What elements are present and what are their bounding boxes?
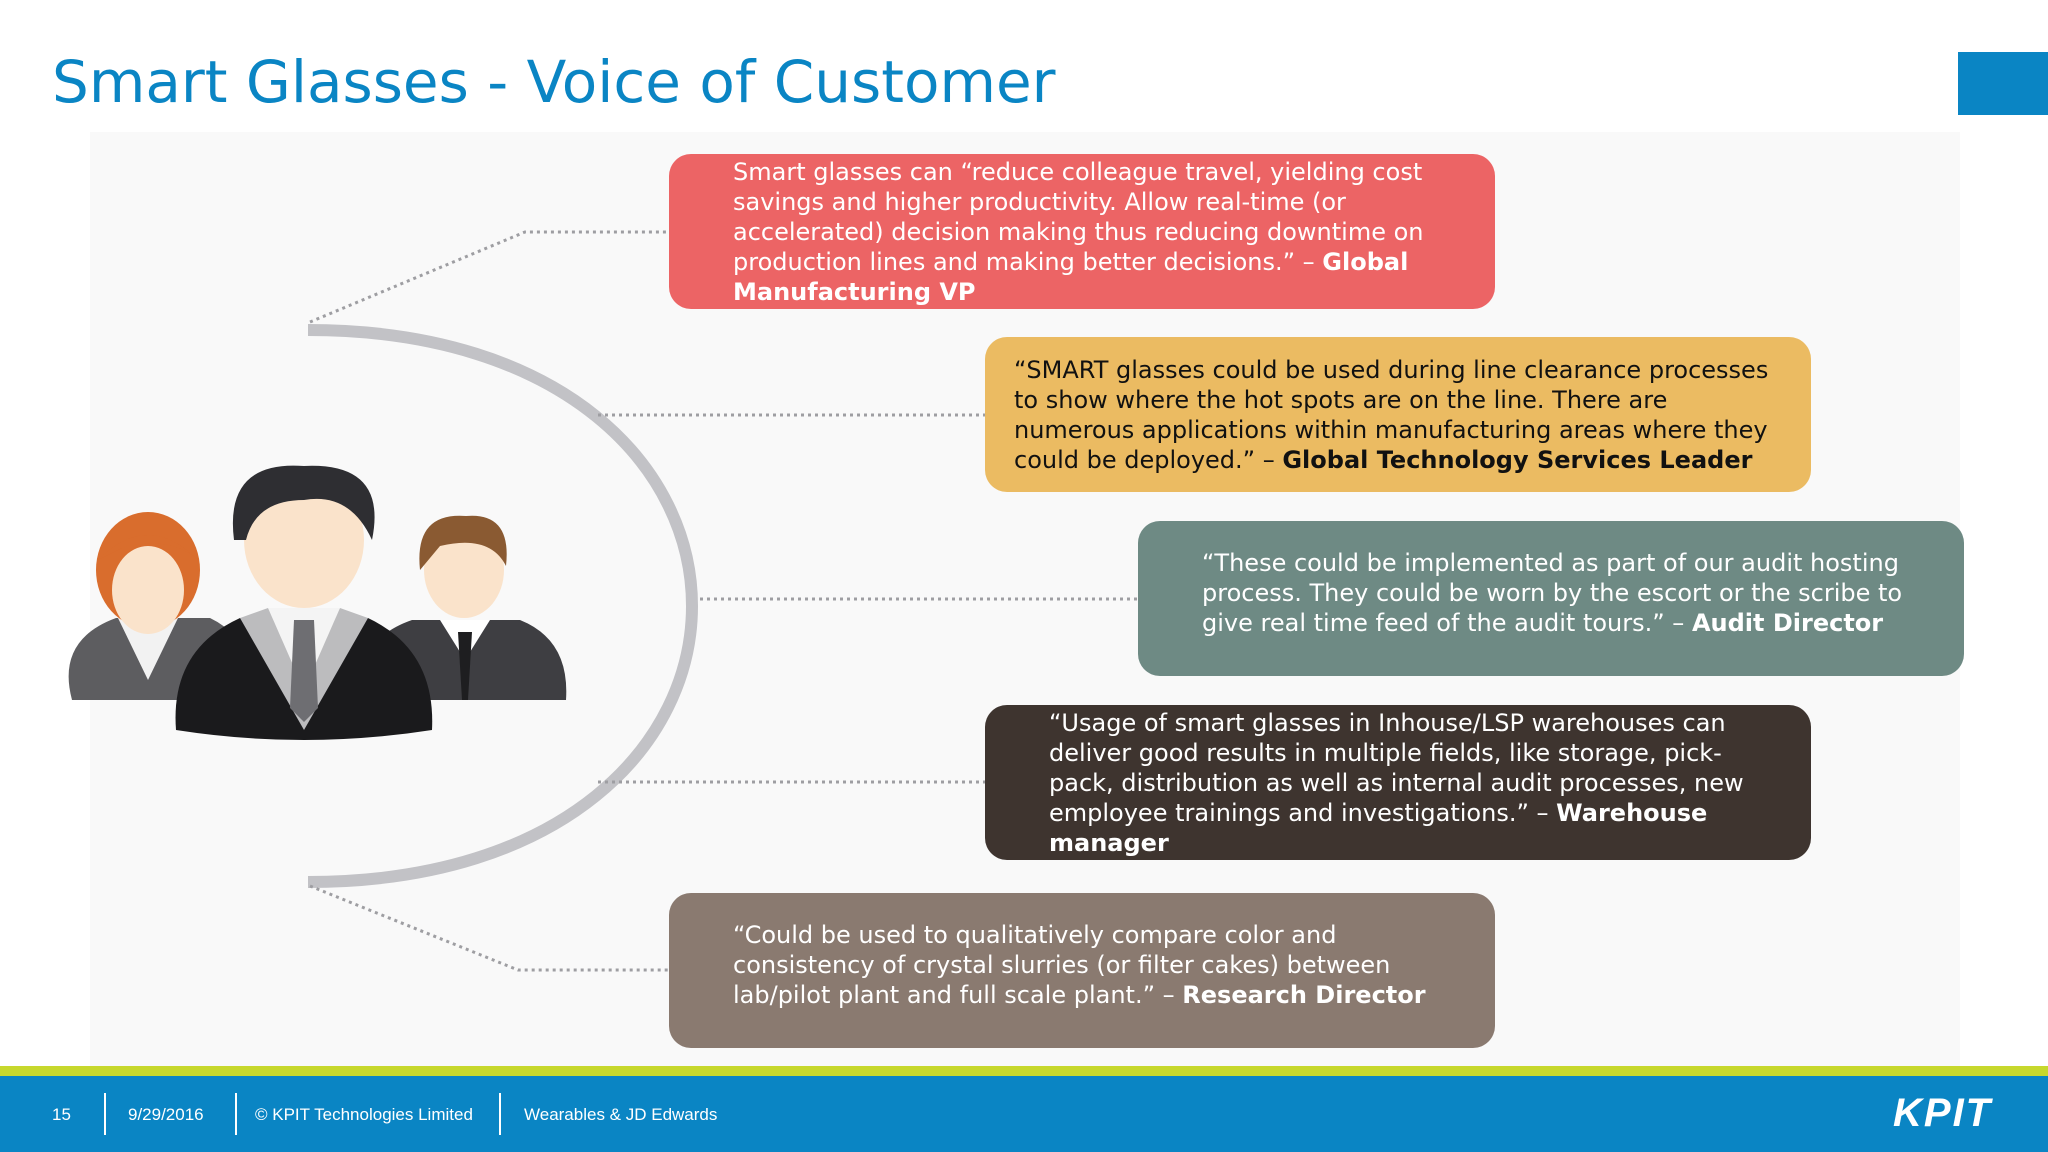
- connector-line-1: [309, 230, 669, 324]
- kpit-logo: KPIT: [1893, 1091, 1993, 1135]
- footer-divider: [499, 1093, 501, 1135]
- quote-author: Global Manufacturing VP: [733, 247, 1409, 306]
- footer-copyright: © KPIT Technologies Limited: [255, 1105, 473, 1124]
- footer-bar: [0, 1076, 2048, 1152]
- quote-text: “SMART glasses could be used during line…: [1014, 355, 1769, 474]
- quote-card-research-director: “Could be used to qualitatively compare …: [669, 893, 1495, 1048]
- footer-date: 9/29/2016: [128, 1105, 204, 1124]
- connector-line-5: [309, 884, 669, 972]
- arc-bracket: [307, 324, 698, 888]
- quote-card-warehouse-manager: “Usage of smart glasses in Inhouse/LSP w…: [985, 705, 1811, 860]
- quote-card-global-manufacturing-vp: Smart glasses can “reduce colleague trav…: [669, 154, 1495, 309]
- footer-accent-stripe: [0, 1066, 2048, 1076]
- slide-title: Smart Glasses - Voice of Customer: [52, 48, 1056, 116]
- page-number: 15: [52, 1105, 71, 1124]
- quote-text: “Could be used to qualitatively compare …: [733, 921, 1391, 1009]
- footer-divider: [235, 1093, 237, 1135]
- footer-topic: Wearables & JD Edwards: [524, 1105, 718, 1124]
- quote-text: “These could be implemented as part of o…: [1202, 549, 1903, 637]
- corner-accent-block: [1958, 52, 2048, 115]
- quote-card-audit-director: “These could be implemented as part of o…: [1138, 521, 1964, 676]
- quote-author: Global Technology Services Leader: [1282, 445, 1753, 474]
- quote-text: Smart glasses can “reduce colleague trav…: [733, 157, 1424, 276]
- footer-divider: [104, 1093, 106, 1135]
- quote-text: “Usage of smart glasses in Inhouse/LSP w…: [1049, 708, 1744, 827]
- people-group-icon: [68, 465, 567, 740]
- quote-author: Warehouse manager: [1049, 798, 1708, 857]
- quote-card-global-technology-services-leader: “SMART glasses could be used during line…: [985, 337, 1811, 492]
- quote-author: Audit Director: [1691, 609, 1884, 637]
- quote-author: Research Director: [1182, 981, 1426, 1009]
